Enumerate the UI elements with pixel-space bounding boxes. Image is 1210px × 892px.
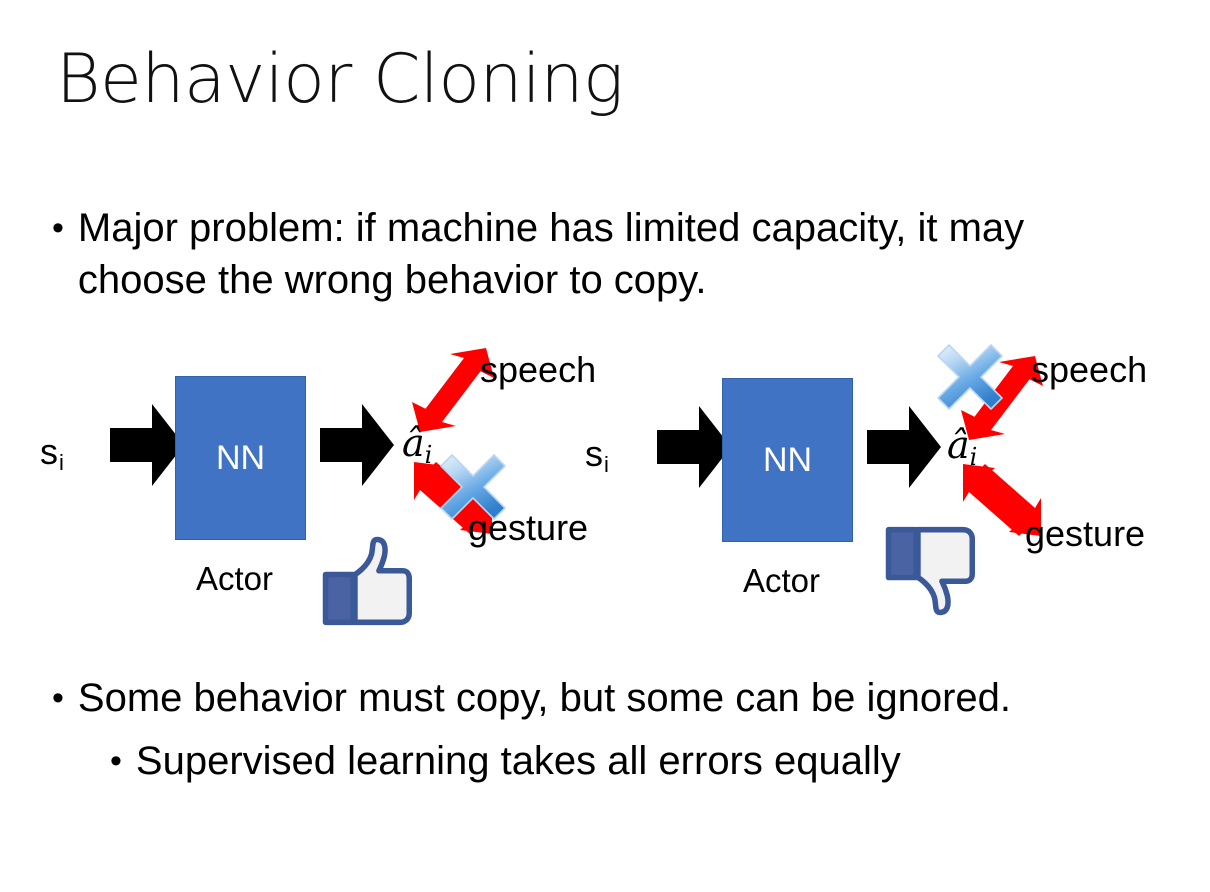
state-label-right: si	[585, 433, 609, 477]
branch-label-gesture-left: gesture	[468, 507, 589, 548]
bullet-marker-icon: •	[52, 679, 64, 717]
nn-box-label-right: NN	[762, 441, 813, 479]
diagram-negative-case: si NN Actor âi	[565, 330, 1165, 630]
output-arrow-left-icon	[320, 402, 394, 488]
page-title: Behavior Cloning	[56, 40, 624, 119]
action-label-right: âi	[947, 423, 978, 471]
branch-label-speech-left: speech	[480, 349, 597, 390]
bullet-text-supervised: Supervised learning takes all errors equ…	[135, 739, 901, 783]
nn-box-right: NN	[722, 378, 853, 542]
bullet-marker-icon: •	[52, 209, 64, 247]
action-label-left: âi	[402, 421, 433, 469]
branch-arrow-gesture-right-icon	[957, 460, 1047, 540]
branch-arrow-speech-left-icon	[408, 344, 498, 436]
output-arrow-right-icon	[867, 404, 941, 490]
thumbs-up-icon	[320, 534, 412, 626]
cross-out-gesture-icon	[438, 452, 508, 522]
state-label-left: si	[40, 431, 64, 475]
bullet-text-some-behavior: Some behavior must copy, but some can be…	[77, 676, 1012, 720]
input-arrow-left-icon	[110, 402, 184, 488]
bullet-item-supervised: • Supervised learning takes all errors e…	[110, 735, 1150, 787]
actor-caption-right: Actor	[743, 562, 821, 599]
bullet-item-some-behavior: • Some behavior must copy, but some can …	[52, 672, 1152, 724]
bullet-marker-icon: •	[110, 742, 122, 780]
cross-out-speech-icon	[935, 342, 1005, 412]
thumbs-down-icon	[883, 526, 975, 618]
nn-box-left: NN	[175, 376, 306, 540]
actor-caption-left: Actor	[196, 560, 274, 597]
branch-label-speech-right: speech	[1031, 349, 1148, 390]
nn-box-label-left: NN	[215, 439, 266, 477]
branch-label-gesture-right: gesture	[1025, 513, 1146, 554]
diagram-positive-case: si NN Actor âi	[10, 330, 610, 630]
bullet-item-problem: • Major problem: if machine has limited …	[52, 202, 1102, 306]
input-arrow-right-icon	[657, 404, 731, 490]
bullet-text-problem: Major problem: if machine has limited ca…	[77, 206, 1025, 302]
